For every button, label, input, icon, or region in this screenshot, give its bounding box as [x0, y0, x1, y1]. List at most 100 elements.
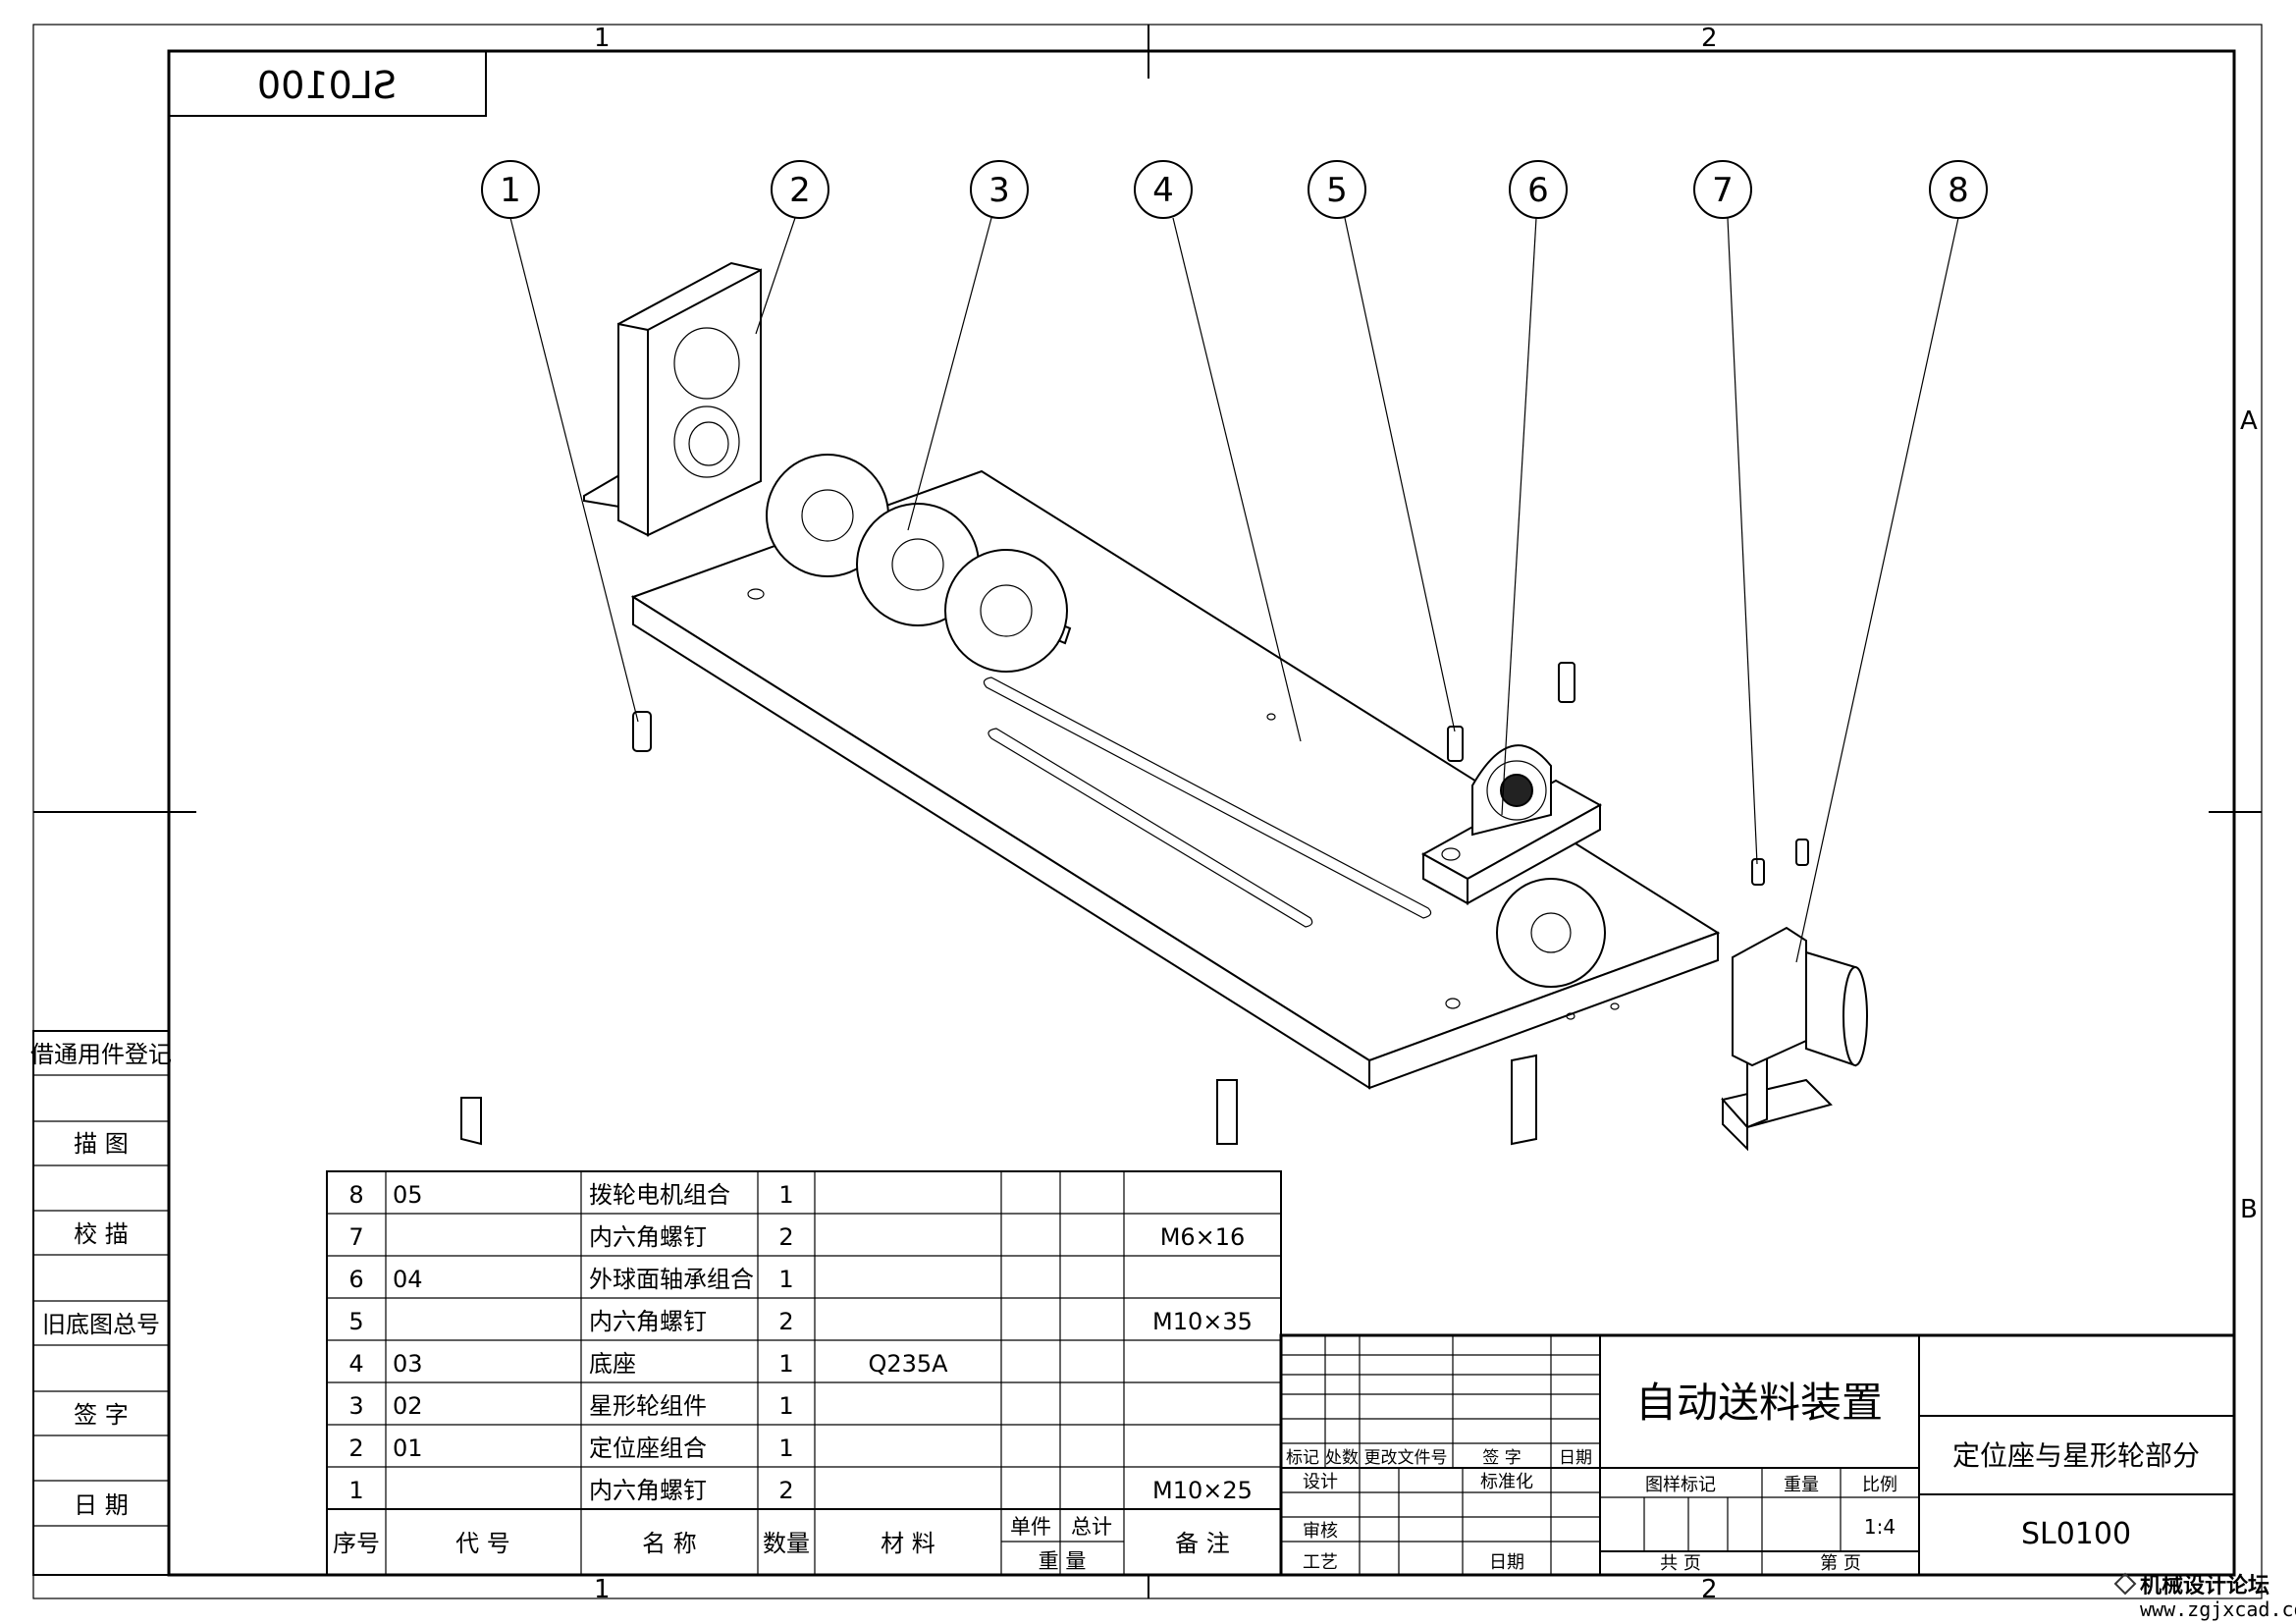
bom-cell-qty: 1 — [778, 1181, 793, 1209]
watermark-url: www.zgjxcad.com — [2140, 1597, 2296, 1621]
balloon-7: 7 — [1693, 160, 1752, 219]
bom-row-1: 1 内六角螺钉 2 M10×25 — [348, 1477, 1253, 1504]
label-scale: 比例 — [1862, 1475, 1897, 1495]
balloon-label-6: 6 — [1527, 171, 1549, 210]
bom-cell-no: 2 — [348, 1435, 363, 1462]
bom-cell-code: 04 — [393, 1266, 423, 1293]
side-label-trace: 描 图 — [74, 1130, 129, 1158]
label-sheet-no: 第 页 — [1820, 1553, 1861, 1574]
label-process: 工艺 — [1303, 1552, 1338, 1573]
side-label-signature: 签 字 — [74, 1401, 129, 1429]
bom-cell-no: 5 — [348, 1308, 363, 1335]
zone-label-B: B — [2240, 1195, 2258, 1224]
balloon-label-3: 3 — [988, 171, 1010, 210]
bom-cell-code: 05 — [393, 1181, 423, 1209]
assembly-view — [460, 261, 1868, 1152]
balloon-1: 1 — [481, 160, 540, 219]
balloon-3: 3 — [970, 160, 1029, 219]
bom-row-3: 3 02 星形轮组件 1 — [348, 1392, 793, 1420]
balloon-2: 2 — [771, 160, 829, 219]
bom-row-6: 6 04 外球面轴承组合 1 — [348, 1266, 793, 1293]
bom-cell-code: 02 — [393, 1392, 423, 1420]
bom-cell-material: Q235A — [868, 1350, 948, 1378]
bom-row-4: 4 03 底座 1 Q235A — [348, 1350, 948, 1378]
bom-row-5: 5 内六角螺钉 2 M10×35 — [348, 1308, 1253, 1335]
bom-cell-no: 6 — [348, 1266, 363, 1293]
balloon-label-7: 7 — [1712, 171, 1734, 210]
part-title: 定位座与星形轮部分 — [1952, 1439, 2200, 1472]
bom-cell-name: 定位座组合 — [589, 1435, 707, 1462]
bom-row-8: 8 05 拨轮电机组合 1 — [348, 1181, 793, 1209]
bom-header-note: 备 注 — [1175, 1530, 1230, 1557]
bom-cell-name: 拨轮电机组合 — [589, 1181, 730, 1209]
label-review: 审核 — [1303, 1521, 1338, 1542]
bom-cell-name: 底座 — [589, 1350, 636, 1378]
mirrored-code-box: SL0100 — [168, 50, 487, 117]
bearing-block — [1420, 744, 1603, 905]
side-label-check-trace: 校 描 — [74, 1220, 129, 1248]
bom-cell-no: 3 — [348, 1392, 363, 1420]
side-label-old-number: 旧底图总号 — [42, 1311, 160, 1338]
bom-cell-qty: 2 — [778, 1477, 793, 1504]
rev-label-change-doc: 更改文件号 — [1364, 1448, 1448, 1468]
bom-cell-code: 01 — [393, 1435, 423, 1462]
bom-table-grid — [326, 1170, 1282, 1576]
zone-label-A: A — [2240, 406, 2258, 436]
leader-lines — [509, 217, 1959, 963]
bom-header-qty: 数量 — [763, 1530, 810, 1557]
zone-label-2-bottom: 2 — [1701, 1575, 1718, 1604]
bom-cell-no: 4 — [348, 1350, 363, 1378]
zone-label-2-top: 2 — [1701, 24, 1718, 53]
bom-cell-name: 外球面轴承组合 — [589, 1266, 754, 1293]
rev-label-mark: 标记 — [1286, 1448, 1319, 1468]
watermark-logo-icon — [2113, 1572, 2137, 1596]
bom-header-unit: 单件 — [1010, 1515, 1051, 1539]
bom-row-7: 7 内六角螺钉 2 M6×16 — [348, 1223, 1245, 1251]
bom-header-no: 序号 — [333, 1530, 380, 1557]
balloon-label-2: 2 — [789, 171, 811, 210]
balloon-4: 4 — [1134, 160, 1193, 219]
drawing-number: SL0100 — [2021, 1517, 2131, 1551]
drawing-title: 自动送料装置 — [1635, 1379, 1883, 1427]
bom-cell-qty: 2 — [778, 1223, 793, 1251]
balloon-label-4: 4 — [1152, 171, 1174, 210]
bom-header-material: 材 料 — [881, 1530, 935, 1557]
label-standardize: 标准化 — [1480, 1472, 1533, 1492]
balloon-label-8: 8 — [1948, 171, 1969, 210]
rev-label-count: 处数 — [1325, 1448, 1359, 1468]
star-wheel-assembly — [766, 454, 1606, 988]
locating-block — [583, 261, 762, 537]
bom-cell-name: 内六角螺钉 — [589, 1223, 707, 1251]
bom-cell-code: 03 — [393, 1350, 423, 1378]
scale-value: 1:4 — [1864, 1515, 1896, 1539]
label-total-sheets: 共 页 — [1660, 1553, 1701, 1574]
balloon-8: 8 — [1929, 160, 1988, 219]
bom-cell-no: 7 — [348, 1223, 363, 1251]
rev-label-date: 日期 — [1559, 1448, 1592, 1468]
zone-label-1-bottom: 1 — [594, 1575, 611, 1604]
bom-cell-qty: 1 — [778, 1392, 793, 1420]
bom-row-2: 2 01 定位座组合 1 — [348, 1435, 793, 1462]
motor-assembly — [1721, 926, 1868, 1152]
label-stage-mark: 图样标记 — [1645, 1475, 1716, 1495]
balloon-5: 5 — [1308, 160, 1366, 219]
side-column — [32, 1030, 170, 1576]
zone-label-1-top: 1 — [594, 24, 611, 53]
bom-cell-name: 内六角螺钉 — [589, 1477, 707, 1504]
bom-cell-qty: 1 — [778, 1435, 793, 1462]
bom-cell-note: M6×16 — [1160, 1223, 1246, 1251]
bom-cell-qty: 1 — [778, 1266, 793, 1293]
bom-header-total: 总计 — [1071, 1515, 1112, 1539]
balloon-label-5: 5 — [1326, 171, 1348, 210]
bom-header-name: 名 称 — [642, 1530, 697, 1557]
side-label-register: 借通用件登记 — [30, 1041, 172, 1068]
bom-cell-name: 内六角螺钉 — [589, 1308, 707, 1335]
watermark-name: 机械设计论坛 — [2140, 1573, 2269, 1598]
bom-cell-no: 1 — [348, 1477, 363, 1504]
rev-label-signature: 签 字 — [1482, 1448, 1521, 1468]
balloon-6: 6 — [1509, 160, 1568, 219]
bom-cell-note: M10×35 — [1152, 1308, 1253, 1335]
mirrored-code-text: SL0100 — [257, 64, 397, 107]
bom-header-weight: 重 量 — [1039, 1549, 1087, 1573]
